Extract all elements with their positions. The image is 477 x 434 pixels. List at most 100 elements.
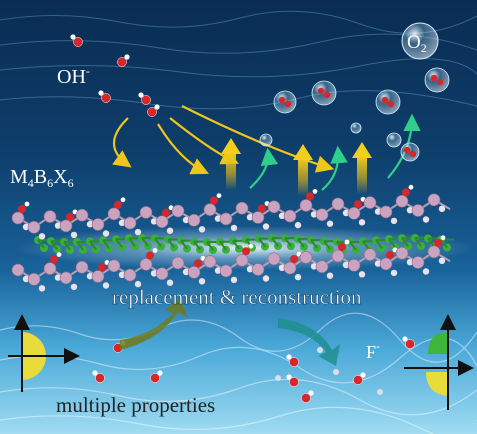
hydroxide-hydrogen [308,390,314,396]
metal-atom [315,208,329,221]
hydroxide-oxygen [301,393,311,403]
graphene-bond [206,241,214,251]
o2-atom [381,96,389,104]
fade-arrow-2-shaft [298,158,308,196]
boron-atom [358,271,366,278]
adsorbed-oxygen [434,238,442,247]
metal-atom [187,265,201,279]
boron-atom [166,279,174,286]
boron-atom [374,260,382,267]
bubble [273,90,297,114]
boron-atom [278,212,286,219]
graphene-bond [427,237,435,248]
adsorbed-hydrogen [440,235,446,241]
graphene-bond [362,240,370,250]
metal-atom [123,216,137,230]
o2-atom [436,78,444,86]
hydroxide-oxygen [150,373,160,383]
graphene-bond [37,239,45,249]
adsorbed-oxygen [386,250,394,259]
right-lobe-green [428,332,448,354]
hydroxide-label: OH- [57,64,90,88]
adsorbed-oxygen [354,200,362,209]
metal-atom [171,204,185,218]
metal-atom [363,196,377,209]
o2-atom [403,146,411,154]
metal-atom [347,207,361,220]
boron-atom [22,223,30,231]
boron-atom [326,220,334,227]
metal-atom [251,263,265,276]
metal-atom [27,221,41,234]
boron-atom [150,270,158,277]
graphene-bond [401,237,409,247]
boron-atom [342,261,350,269]
metal-atom [235,201,249,215]
adsorbed-oxygen [114,200,122,209]
boron-atom [118,271,126,278]
boron-atom [310,263,318,270]
adsorbed-oxygen [338,243,346,251]
fluoride-ion [377,389,383,395]
material-formula-label: M4B6X6 [10,166,74,190]
boron-atom [342,209,350,217]
graphene-bond [440,238,448,249]
adsorbed-hydrogen [56,252,62,257]
footer-label: multiple properties [56,393,215,417]
adsorbed-oxygen [162,208,170,217]
boron-atom [438,205,446,212]
boron-atom [390,217,398,225]
hydroxide-oxygen [117,57,127,67]
metal-atom [187,214,201,227]
boron-atom [294,273,302,281]
boron-atom [214,215,222,222]
boron-atom [54,274,62,281]
graphene-bond [50,240,58,250]
adsorbed-hydrogen [408,184,414,190]
metal-atom [107,207,121,221]
metal-atom [11,263,25,277]
o2-atom [317,87,325,95]
fluoride-ion [275,375,281,381]
graphene-bond [414,237,422,247]
o2-atom [323,91,331,99]
o2-atom [409,150,417,158]
fade-arrow-3-shaft [357,156,367,194]
adsorbed-oxygen [18,205,26,213]
boron-atom [246,214,254,221]
metal-atom [203,203,217,216]
boron-atom [422,216,430,223]
graphene-bond [388,238,396,248]
boron-atom [358,219,366,226]
metal-atom [59,271,73,285]
boron-atom [70,231,78,239]
metal-atom [155,267,169,281]
graphene-bond [76,241,84,251]
o2-atom [430,74,438,82]
graphene-bond [310,239,318,249]
fade-arrow-1-shaft [226,152,236,190]
boron-atom [438,257,446,264]
metal-atom [331,249,345,263]
boron-atom [262,275,270,282]
graphene-bond [271,237,279,247]
boron-atom [310,211,318,218]
metal-atom [251,211,265,224]
hydroxide-oxygen [289,357,299,367]
bubble [375,89,401,115]
graphene-bond [219,241,227,251]
left-orbital-diagram [8,314,80,392]
metal-atom [363,248,377,261]
adsorbed-oxygen [258,204,266,213]
adsorbed-oxygen [402,188,410,197]
o2-label-group: O2 [401,22,439,60]
metal-atom [219,264,233,278]
metal-atom [427,245,441,259]
boron-atom [422,268,430,275]
metal-atom [107,259,121,273]
hydroxide-hydrogen [157,370,163,376]
metal-atom [139,206,153,219]
hydroxide-oxygen [147,107,157,117]
hydroxide-oxygen [141,95,151,105]
o2-atom [387,100,395,108]
